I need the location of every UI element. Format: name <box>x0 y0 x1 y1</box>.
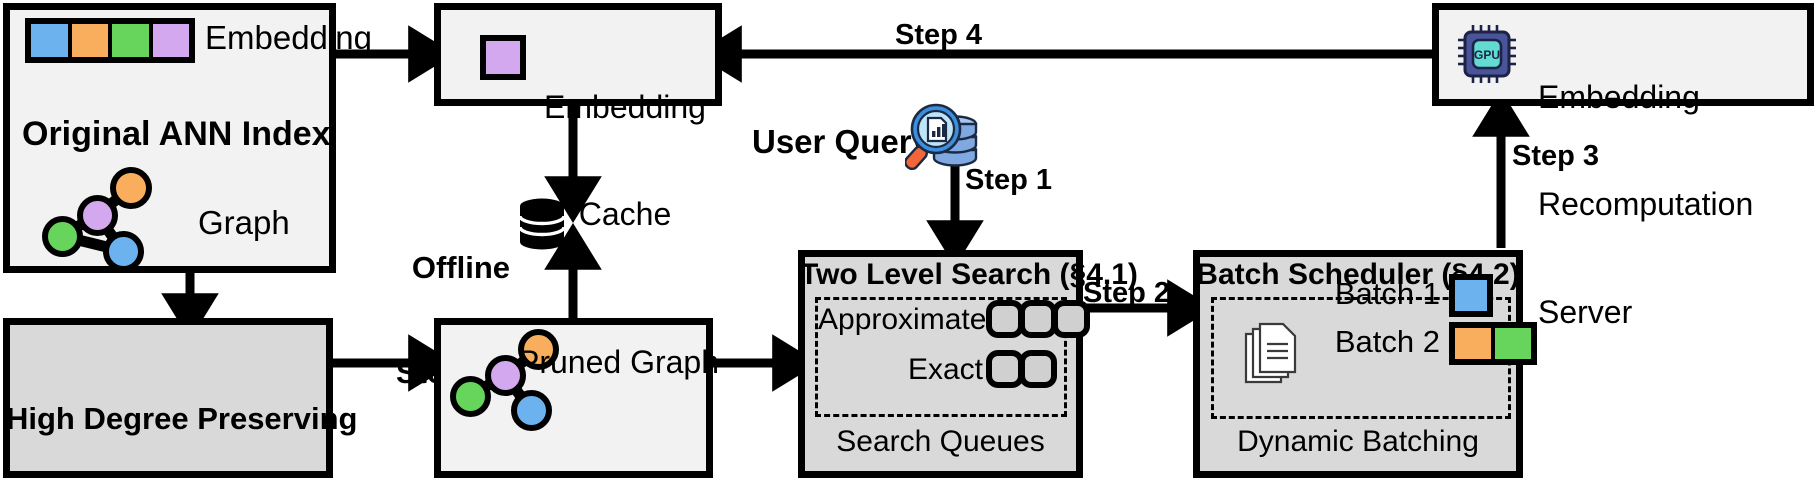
ers-title-line1: Embedding <box>1538 78 1700 115</box>
graph-node-blue <box>103 231 144 272</box>
offline-storage-line1: Offline <box>411 250 510 286</box>
graph-node-purple <box>77 195 118 236</box>
pruned-graph-label: Pruned Graph <box>518 344 720 380</box>
graph-pruning-title: High Degree Preserving Graph Pruning (§5… <box>6 333 358 481</box>
graph-pruning-title-line1: High Degree Preserving <box>6 401 358 437</box>
pruned-graph-node-green <box>450 376 491 417</box>
step-1-label: Step 1 <box>965 164 1053 196</box>
documents-stack-icon <box>1244 322 1297 384</box>
embedding-chip-purple <box>152 24 189 57</box>
search-queues-footer: Search Queues <box>836 425 1045 458</box>
embedding-cache-title-line1: Embedding <box>544 88 706 125</box>
graph-node-green <box>42 216 83 257</box>
two-level-search-title: Two Level Search (§4.1) <box>800 258 1138 291</box>
gpu-chip-icon: GPU <box>1458 25 1516 83</box>
pruned-graph-node-purple <box>485 355 526 396</box>
embedding-recomputation-server-title: Embedding Recomputation Server <box>1538 8 1753 402</box>
batch-2-chip-green <box>1495 328 1531 359</box>
batch-1-chip-blue <box>1449 274 1493 317</box>
batch-1-label: Batch 1 <box>1334 276 1440 311</box>
dynamic-batching-footer: Dynamic Batching <box>1237 425 1479 458</box>
embedding-chip-green <box>112 24 149 57</box>
step-2-label: Step 2 <box>1083 277 1171 309</box>
search-queues-dashed-region <box>815 297 1067 417</box>
embedding-cache-title-line2: Cache <box>578 196 672 233</box>
original-ann-index-title: Original ANN Index <box>22 115 331 153</box>
graph-label: Graph <box>198 204 290 241</box>
ers-title-line2: Recomputation <box>1538 186 1754 223</box>
embedding-cache-title: Embedding Cache <box>540 18 710 305</box>
pruned-graph-box <box>434 318 713 478</box>
embedding-chip-orange <box>71 24 108 57</box>
step-3-label: Step 3 <box>1512 140 1600 172</box>
batch-2-label: Batch 2 <box>1334 324 1440 359</box>
batch-2-chip-bar <box>1449 322 1537 365</box>
pruned-graph-node-blue <box>511 390 552 431</box>
magnifier-database-icon <box>905 103 978 171</box>
approximate-queue-cell-1 <box>986 300 1024 338</box>
exact-queue-label: Exact <box>907 353 983 386</box>
pruned-graph-node-orange <box>518 329 559 370</box>
svg-text:GPU: GPU <box>1474 48 1500 62</box>
embedding-chip-blue <box>31 24 68 57</box>
graph-node-orange <box>110 167 152 209</box>
approximate-queue-cell-3 <box>1052 300 1090 338</box>
database-cylinder-icon <box>518 198 566 250</box>
embedding-label: Embedding <box>205 19 372 56</box>
exact-queue-cell-2 <box>1019 350 1057 388</box>
embedding-chip-bar <box>25 18 195 63</box>
graph-pruning-box <box>3 318 333 478</box>
ers-title-line3: Server <box>1538 293 1633 330</box>
step-4-label: Step 4 <box>895 19 983 51</box>
batch-2-chip-orange <box>1455 328 1491 359</box>
approximate-queue-label: Approximate <box>818 303 987 336</box>
embedding-cache-chip <box>480 35 526 80</box>
user-query-label: User Query <box>752 123 930 160</box>
